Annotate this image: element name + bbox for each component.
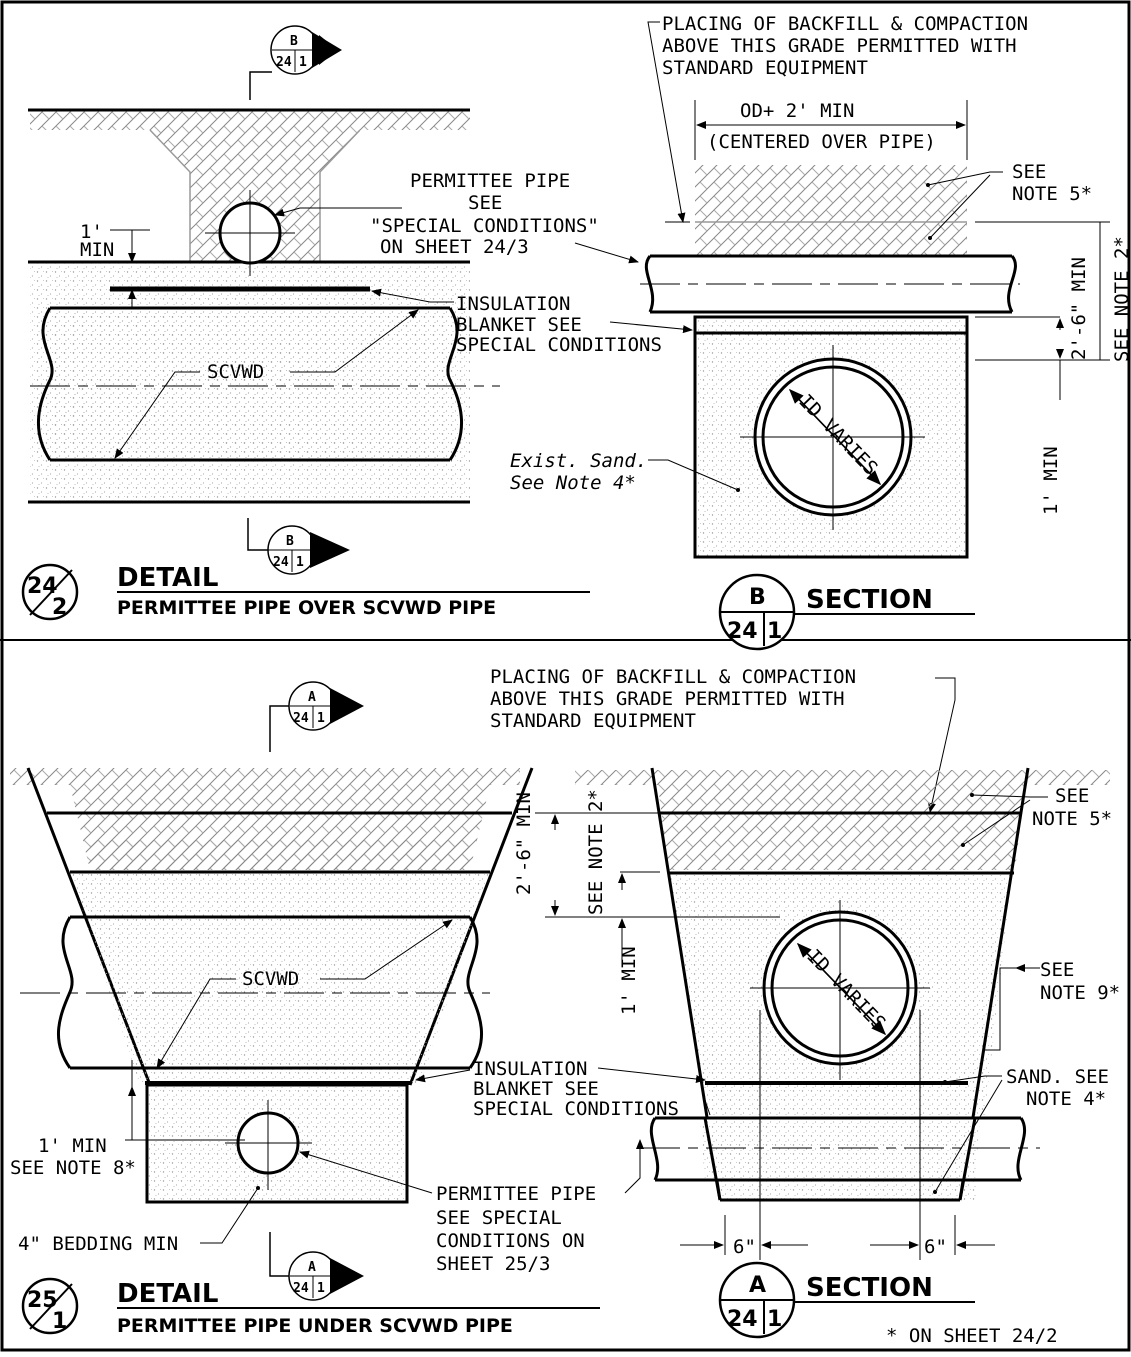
a-see-note9-1: SEE (1040, 959, 1074, 981)
detail-title: DETAIL (117, 563, 218, 593)
a-dim-6-right: 6" (924, 1236, 947, 1258)
label-1min-2: MIN (80, 239, 114, 261)
a-note-backfill-2: ABOVE THIS GRADE PERMITTED WITH (490, 688, 845, 710)
see-note5-1: SEE (1012, 161, 1046, 183)
label-insulation-1: INSULATION (456, 293, 570, 315)
a-see-note5-2: NOTE 5* (1032, 808, 1112, 830)
note-backfill-1: PLACING OF BACKFILL & COMPACTION (662, 13, 1028, 35)
footnote: * ON SHEET 24/2 (886, 1325, 1058, 1347)
a-dim-6-left: 6" (733, 1236, 756, 1258)
bottom-cut-marker-top: A 24 1 (269, 681, 364, 752)
exist-sand-1: Exist. Sand. (510, 450, 647, 472)
label-scvwd: SCVWD (207, 361, 264, 383)
label-bedding: 4" BEDDING MIN (18, 1233, 178, 1255)
bottom-insulation-1: INSULATION (473, 1058, 587, 1080)
label-permittee-1: PERMITTEE PIPE (410, 170, 570, 192)
bottom-detail-subtitle: PERMITTEE PIPE UNDER SCVWD PIPE (117, 1315, 513, 1337)
cut-bottom-letter: B (286, 534, 294, 549)
dim-1min: 1' MIN (1040, 446, 1062, 515)
section-a-num: 1 (767, 1307, 782, 1332)
badge-bottom: 2 (52, 595, 67, 620)
bottom-permittee-1: PERMITTEE PIPE (436, 1183, 596, 1205)
bottom-insulation-3: SPECIAL CONDITIONS (473, 1098, 679, 1120)
label-insulation-3: SPECIAL CONDITIONS (456, 334, 662, 356)
bottom-dim-2-6: 2'-6" MIN (513, 792, 535, 895)
label-permittee-4: ON SHEET 24/3 (380, 236, 529, 258)
a-note-backfill-1: PLACING OF BACKFILL & COMPACTION (490, 666, 856, 688)
section-a-letter: A (749, 1273, 766, 1298)
section-b-title: SECTION (806, 585, 933, 615)
label-permittee-3: "SPECIAL CONDITIONS" (370, 215, 599, 237)
section-a-title: SECTION (806, 1273, 933, 1303)
od-label-1: OD+ 2' MIN (740, 100, 854, 122)
bottom-detail-title: DETAIL (117, 1279, 218, 1309)
bottom-cut-bottom-letter: A (308, 1260, 316, 1275)
a-note-backfill-3: STANDARD EQUIPMENT (490, 710, 696, 732)
exist-sand-2: See Note 4* (510, 472, 636, 494)
cut-top-num: 1 (299, 55, 307, 70)
bottom-label-scvwd: SCVWD (242, 968, 299, 990)
bottom-dim-1min: 1' MIN (618, 946, 640, 1015)
note-backfill-2: ABOVE THIS GRADE PERMITTED WITH (662, 35, 1017, 57)
a-sand-note4-2: NOTE 4* (1026, 1088, 1106, 1110)
section-a-badge: A 24 1 (718, 1261, 796, 1339)
a-sand-note4-1: SAND. SEE (1006, 1066, 1109, 1088)
od-label-2: (CENTERED OVER PIPE) (707, 131, 936, 153)
detail-badge-24-2: 24 2 (21, 563, 79, 621)
section-a-sheet: 24 (727, 1307, 758, 1332)
bottom-permittee-2: SEE SPECIAL (436, 1207, 562, 1229)
badge-1: 1 (52, 1309, 67, 1334)
dim-2-6-min: 2'-6" MIN (1068, 257, 1090, 360)
section-b-num: 1 (767, 619, 782, 644)
cut-marker-bottom: B 24 1 (247, 518, 350, 575)
label-1min-1: 1' (80, 221, 103, 243)
bottom-cut-top-num: 1 (317, 711, 325, 726)
label-insulation-2: BLANKET SEE (456, 314, 582, 336)
detail-badge-25-1: 25 1 (21, 1277, 79, 1335)
section-b-sheet: 24 (727, 619, 758, 644)
detail-subtitle: PERMITTEE PIPE OVER SCVWD PIPE (117, 597, 496, 619)
section-a: PLACING OF BACKFILL & COMPACTION ABOVE T… (490, 666, 1120, 1347)
bottom-permittee-4: SHEET 25/3 (436, 1253, 550, 1275)
detail-24-2: 1' MIN PERMITTEE PIPE SEE "SPECIAL CONDI… (21, 25, 662, 621)
note-backfill-3: STANDARD EQUIPMENT (662, 57, 868, 79)
bottom-cut-top-sheet: 24 (293, 711, 309, 726)
badge-top: 24 (27, 574, 58, 599)
a-see-note9-2: NOTE 9* (1040, 982, 1120, 1004)
badge-25: 25 (27, 1288, 58, 1313)
see-note2: SEE NOTE 2* (1111, 236, 1131, 362)
see-note5-2: NOTE 5* (1012, 183, 1092, 205)
cut-marker-top: B 24 1 (249, 25, 342, 100)
bottom-1min-1: 1' MIN (38, 1135, 107, 1157)
bottom-cut-marker-bottom: A 24 1 (269, 1232, 364, 1301)
backfill-hatch (695, 165, 967, 255)
bottom-permittee-3: CONDITIONS ON (436, 1230, 585, 1252)
bottom-cut-bottom-num: 1 (317, 1281, 325, 1296)
section-b-badge: B 24 1 (718, 573, 796, 651)
detail-25-1: SCVWD 1' MIN SEE NOTE 8* 4" BEDDING MIN … (10, 681, 711, 1337)
cut-top-sheet: 24 (276, 55, 292, 70)
label-permittee-2: SEE (468, 192, 502, 214)
trench-hatch (30, 110, 470, 262)
bottom-cut-bottom-sheet: 24 (293, 1281, 309, 1296)
cut-bottom-num: 1 (296, 555, 304, 570)
cut-bottom-sheet: 24 (273, 555, 289, 570)
section-b-letter: B (749, 585, 766, 610)
bottom-see-note2: SEE NOTE 2* (585, 789, 607, 915)
bottom-insulation-2: BLANKET SEE (473, 1078, 599, 1100)
cut-top-letter: B (290, 34, 298, 49)
bottom-1min-2: SEE NOTE 8* (10, 1157, 136, 1179)
section-b: PLACING OF BACKFILL & COMPACTION ABOVE T… (510, 13, 1131, 651)
bottom-cut-top-letter: A (308, 690, 316, 705)
a-see-note5-1: SEE (1055, 785, 1089, 807)
